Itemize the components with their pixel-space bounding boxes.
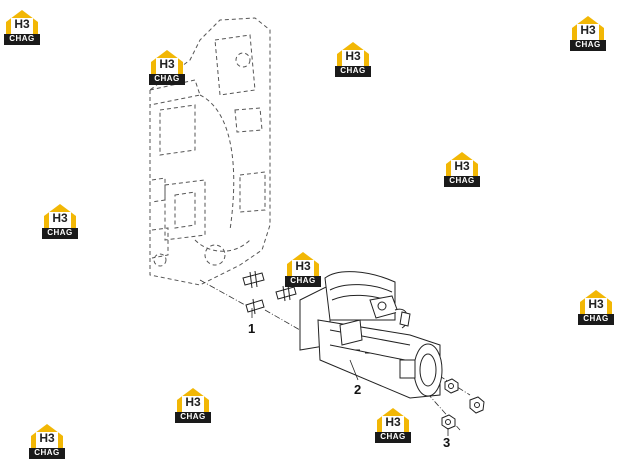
watermark-logo: H3 CHAG	[333, 38, 373, 80]
watermark-logo: H3 CHAG	[27, 420, 67, 462]
logo-text: CHAG	[583, 314, 609, 323]
logo-letters: H3	[295, 259, 311, 273]
logo-house-icon	[175, 388, 211, 423]
watermark-logo: H3 CHAG	[442, 148, 482, 190]
logo-house-icon	[149, 50, 185, 85]
nuts	[441, 378, 485, 430]
logo-text: CHAG	[290, 276, 316, 285]
leader-lines	[251, 308, 449, 436]
watermark-logo: H3 CHAG	[147, 46, 187, 88]
logo-letters: H3	[588, 297, 604, 311]
callout-2: 2	[354, 382, 362, 397]
watermark-logo: H3 CHAG	[40, 200, 80, 242]
logo-house-icon	[285, 252, 321, 287]
logo-text: CHAG	[380, 432, 406, 441]
logo-letters: H3	[39, 431, 55, 445]
logo-text: CHAG	[154, 74, 180, 83]
logo-house-icon	[42, 204, 78, 239]
starter-motor	[299, 271, 443, 399]
watermark-logo: H3 CHAG	[173, 384, 213, 426]
logo-text: CHAG	[575, 40, 601, 49]
logo-letters: H3	[580, 23, 596, 37]
logo-letters: H3	[185, 395, 201, 409]
logo-house-icon	[4, 10, 40, 45]
logo-text: CHAG	[340, 66, 366, 75]
watermark-logo: H3 CHAG	[373, 404, 413, 446]
watermark-logo: H3 CHAG	[568, 12, 608, 54]
logo-letters: H3	[454, 159, 470, 173]
callout-3: 3	[443, 435, 451, 450]
logo-text: CHAG	[180, 412, 206, 421]
logo-house-icon	[29, 424, 65, 459]
callout-1: 1	[248, 321, 256, 336]
logo-house-icon	[578, 290, 614, 325]
flywheel-housing	[149, 17, 271, 286]
logo-letters: H3	[385, 415, 401, 429]
watermark-logo: H3 CHAG	[283, 248, 323, 290]
watermark-logo: H3 CHAG	[576, 286, 616, 328]
logo-letters: H3	[14, 17, 30, 31]
logo-house-icon	[570, 16, 606, 51]
logo-letters: H3	[159, 57, 175, 71]
logo-house-icon	[444, 152, 480, 187]
logo-text: CHAG	[47, 228, 73, 237]
logo-text: CHAG	[34, 448, 60, 457]
logo-letters: H3	[52, 211, 68, 225]
logo-text: CHAG	[449, 176, 475, 185]
logo-letters: H3	[345, 49, 361, 63]
watermark-logo: H3 CHAG	[2, 6, 42, 48]
stud-bolts	[242, 270, 297, 315]
logo-house-icon	[375, 408, 411, 443]
logo-house-icon	[335, 42, 371, 77]
logo-text: CHAG	[9, 34, 35, 43]
